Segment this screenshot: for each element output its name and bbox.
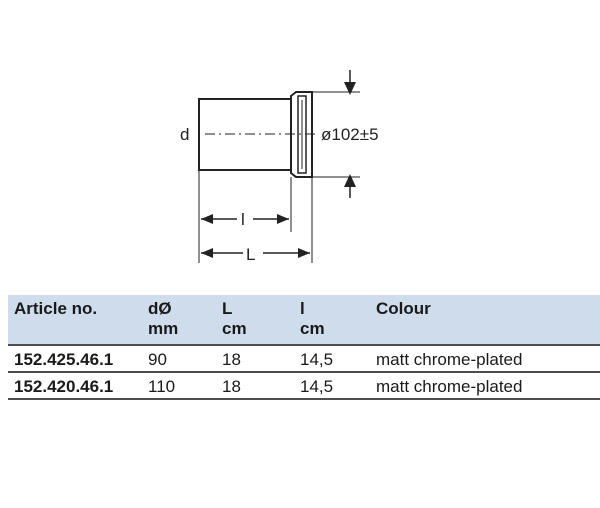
cell-length-l: 14,5 <box>300 349 334 369</box>
label-l-large: L <box>246 245 255 264</box>
header-article: Article no. <box>14 299 98 318</box>
specification-table: Article no. dØ mm L cm l cm Colour 152.4… <box>8 295 600 400</box>
label-diameter: ø102±5 <box>321 125 379 144</box>
cell-length-L: 18 <box>222 349 241 369</box>
header-length-L: L cm <box>222 299 247 338</box>
header-colour: Colour <box>376 299 431 318</box>
label-d: d <box>180 125 189 144</box>
label-l-small: l <box>241 210 245 229</box>
cell-diameter: 90 <box>148 349 167 369</box>
cell-colour: matt chrome-plated <box>376 349 523 369</box>
header-length-l: l cm <box>300 299 325 338</box>
table-row: 152.420.46.1 110 18 14,5 matt chrome-pla… <box>8 372 600 399</box>
header-diameter: dØ mm <box>148 299 179 338</box>
technical-drawing: d ø102±5 l L <box>180 70 379 264</box>
table-header-row: Article no. dØ mm L cm l cm Colour <box>8 295 600 345</box>
cell-length-L: 18 <box>222 376 241 396</box>
cell-colour: matt chrome-plated <box>376 376 523 396</box>
table-row: 152.425.46.1 90 18 14,5 matt chrome-plat… <box>8 345 600 372</box>
cell-length-l: 14,5 <box>300 376 334 396</box>
cell-article: 152.425.46.1 <box>14 349 114 369</box>
cell-diameter: 110 <box>148 376 176 396</box>
cell-article: 152.420.46.1 <box>14 376 114 396</box>
